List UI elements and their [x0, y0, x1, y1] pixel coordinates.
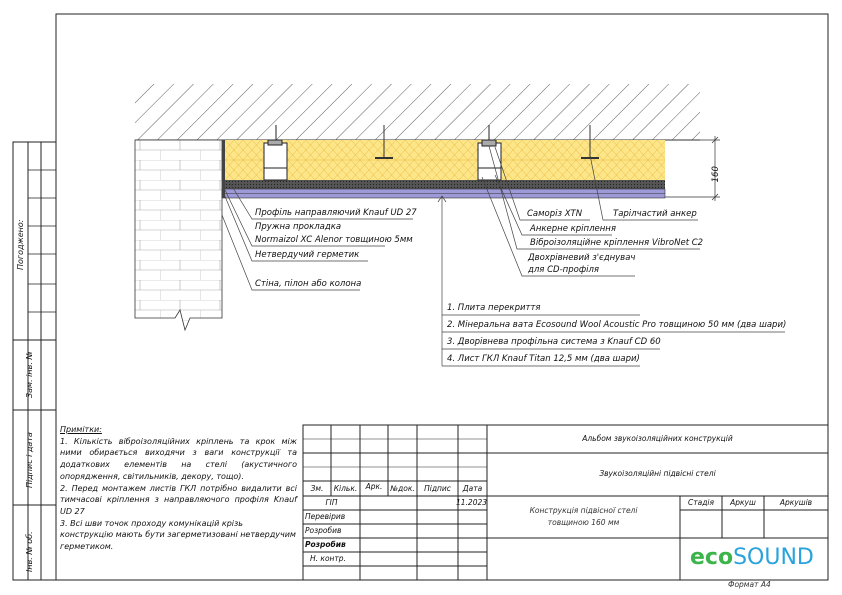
notes-title: Примітки:	[60, 425, 102, 434]
label-sealant: Нетвердучий герметик	[255, 250, 360, 260]
wall	[134, 139, 223, 332]
label-wall: Стіна, пілон або колона	[255, 279, 362, 289]
hdr-change: Зм.	[310, 484, 324, 493]
leader-lines	[221, 145, 785, 367]
dimension-line	[665, 136, 720, 201]
plate-anchor-icon	[581, 125, 599, 159]
role-developed: Розробив	[305, 526, 342, 535]
label-plate-anchor: Тарілчастий анкер	[613, 209, 697, 219]
label-normaizol: Normaizol XC Alenor товщиною 5мм	[255, 235, 413, 245]
notes: Примітки: 1. Кількість віброізоляційних …	[60, 424, 297, 553]
hdr-sheet: Арк.	[365, 482, 383, 491]
label-vibronet: Віброізоляційне кріплення VibroNet C2	[530, 238, 704, 248]
sheet-title-2: товщиною 160 мм	[547, 518, 620, 527]
layer-3: 3. Дворівнева профільна система з Knauf …	[447, 337, 661, 347]
role-developed-2: Розробив	[305, 540, 346, 549]
floor-slab	[135, 84, 700, 140]
role-norm-control: Н. контр.	[310, 554, 346, 563]
stamp-sign-date: Підпис і дата	[25, 432, 34, 488]
sheet-title-1: Конструкція підвісної стелі	[529, 506, 638, 515]
ecosound-logo: ecoSOUND	[690, 545, 814, 570]
stamp-agreed: Погоджено:	[16, 219, 25, 271]
plate-anchor-icon	[375, 125, 393, 159]
label-anchor: Анкерне кріплення	[530, 224, 616, 234]
role-gip: ГІП	[325, 498, 338, 507]
vibro-hanger	[263, 125, 288, 181]
label-elastic-gasket: Пружна прокладка	[255, 222, 342, 232]
vibro-hanger	[477, 125, 502, 181]
format-label: Формат А4	[728, 580, 771, 589]
note-item: 2. Перед монтажем листів ГКЛ потрібно ви…	[60, 483, 297, 516]
stamp-inv-no: Інв. № об.	[25, 531, 34, 572]
label-screw: Саморіз XTN	[527, 209, 583, 219]
sheets-header: Аркушів	[779, 498, 813, 507]
label-connector-2: для CD-профіля	[528, 265, 600, 275]
label-ud27-profile: Профіль направляючий Knauf UD 27	[255, 208, 417, 218]
stage-header: Стадія	[688, 498, 714, 507]
role-checked: Перевірив	[305, 512, 346, 521]
section-title: Звукоізоляційні підвісні стелі	[599, 469, 716, 478]
side-stamp-frame	[12, 141, 57, 581]
hdr-sign: Підпис	[424, 484, 451, 493]
logo-sound: SOUND	[733, 545, 814, 570]
title-block-grid	[302, 424, 829, 581]
hdr-qty: Кільк.	[333, 484, 358, 493]
sheet-header: Аркуш	[730, 498, 756, 507]
membrane-layer	[222, 180, 665, 189]
layer-4: 4. Лист ГКЛ Knauf Titan 12,5 мм (два шар…	[447, 354, 640, 364]
note-item: 1. Кількість віброізоляційних кріплень т…	[60, 436, 297, 481]
hdr-date: Дата	[462, 484, 483, 493]
logo-eco: eco	[690, 545, 734, 570]
layer-1: 1. Плита перекриття	[447, 303, 541, 313]
note-item: 3. Всі шви точок проходу комунікацій крі…	[60, 518, 296, 552]
stamp-replace-inv: Зам. інв. №	[25, 351, 34, 398]
dimension-label: 160	[710, 166, 721, 183]
date-value: 11.2023	[456, 498, 488, 507]
label-connector: Двохрівневий з'єднувач	[528, 253, 636, 263]
layer-2: 2. Мінеральна вата Ecosound Wool Acousti…	[447, 320, 787, 330]
hdr-doc: №док.	[390, 484, 415, 493]
album-title: Альбом звукоізоляційних конструкцій	[582, 434, 733, 443]
